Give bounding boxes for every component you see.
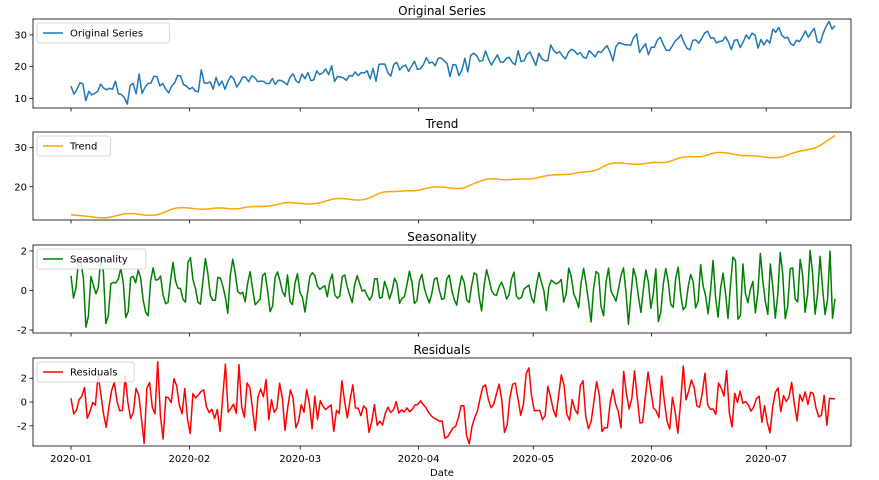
x-tick-label: 2020-02 — [169, 454, 211, 465]
legend-label: Trend — [69, 142, 97, 153]
y-tick-label: -2 — [17, 421, 27, 432]
y-tick-label: 20 — [14, 182, 27, 193]
x-tick-label: 2020-07 — [745, 454, 787, 465]
y-tick-label: 10 — [14, 94, 27, 105]
panel-title: Seasonality — [407, 230, 476, 244]
legend-label: Residuals — [70, 368, 117, 379]
legend: Residuals — [36, 361, 135, 383]
y-tick-label: 0 — [21, 286, 27, 297]
x-tick-label: 2020-01 — [50, 454, 92, 465]
legend-box — [36, 22, 170, 44]
x-axis-label: Date — [430, 468, 454, 479]
x-tick-label: 2020-06 — [631, 454, 673, 465]
y-tick-label: 0 — [21, 398, 27, 409]
y-tick-label: 2 — [21, 374, 27, 385]
legend-box — [36, 135, 111, 157]
axes-frame — [32, 18, 852, 109]
x-tick-label: 2020-05 — [512, 454, 554, 465]
legend: Original Series — [36, 22, 170, 44]
y-tick-label: 30 — [14, 30, 27, 41]
y-tick-label: 30 — [14, 143, 27, 154]
axes-frame — [32, 131, 852, 221]
legend: Seasonality — [36, 248, 147, 270]
seasonality-line — [70, 249, 836, 328]
legend-label: Original Series — [70, 29, 143, 40]
panel-title: Original Series — [398, 4, 486, 18]
axes-frame — [32, 357, 852, 447]
x-tick-label: 2020-04 — [398, 454, 440, 465]
residuals-line — [70, 360, 836, 445]
y-tick-label: 20 — [14, 62, 27, 73]
panel-original-series: Original Series 10 20 30 Original Series — [14, 4, 852, 112]
panel-title: Trend — [425, 117, 459, 131]
original-series-line — [70, 20, 836, 105]
panel-trend: Trend 20 30 Trend — [14, 117, 852, 224]
panel-title: Residuals — [414, 343, 471, 357]
y-tick-label: 2 — [21, 246, 27, 257]
trend-line — [70, 134, 836, 219]
legend-box — [36, 361, 135, 383]
y-tick-label: -2 — [17, 326, 27, 337]
legend: Trend — [36, 135, 111, 157]
x-tick-label: 2020-03 — [279, 454, 321, 465]
legend-box — [36, 248, 147, 270]
legend-label: Seasonality — [70, 255, 128, 266]
axes-frame — [32, 244, 852, 334]
